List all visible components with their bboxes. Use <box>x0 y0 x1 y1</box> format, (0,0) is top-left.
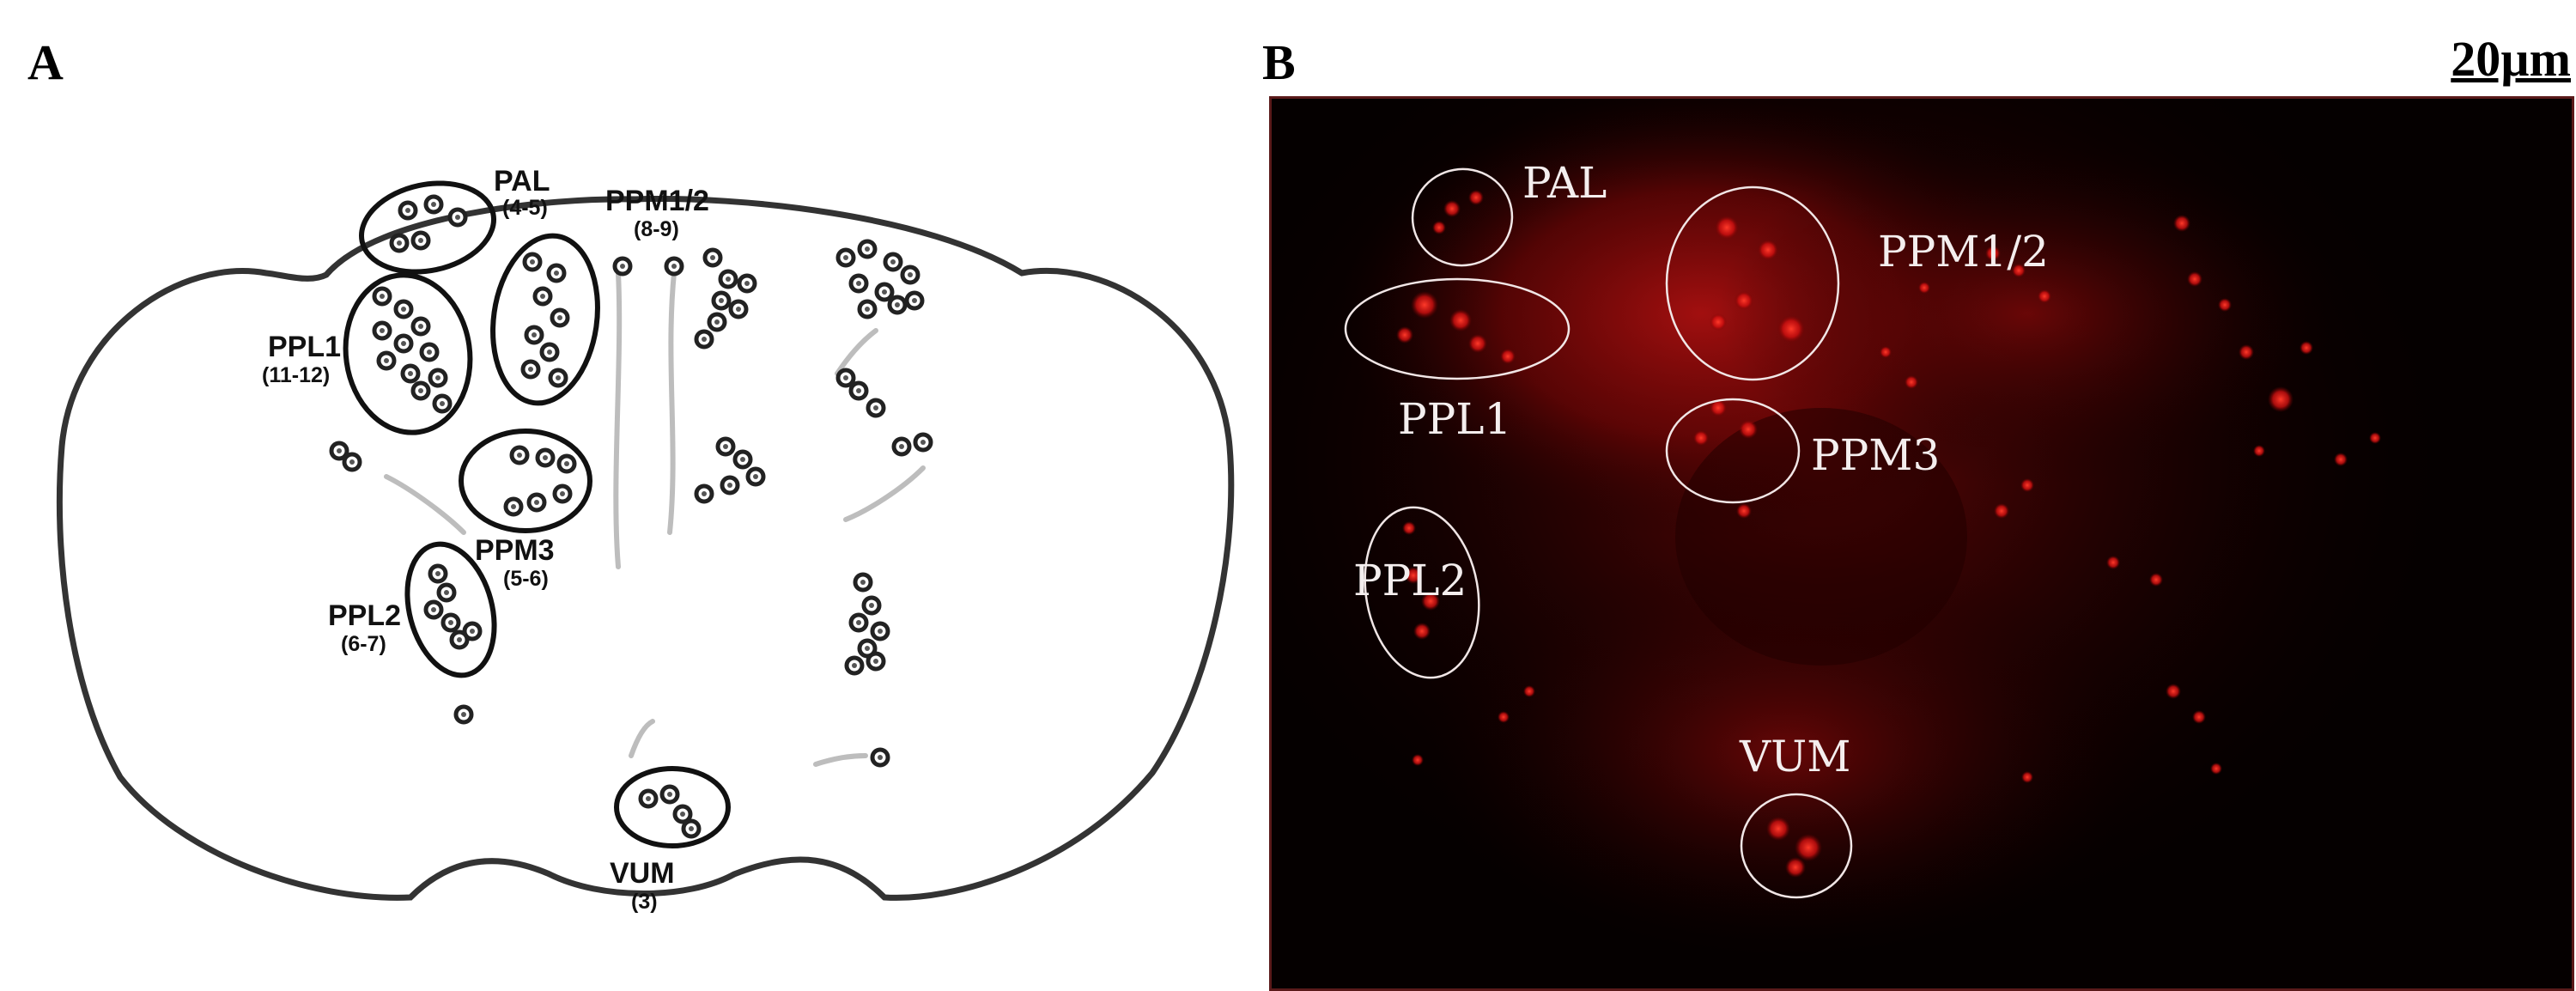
photo-label-vum: VUM <box>1739 732 1850 781</box>
photo-label-ppl1: PPL1 <box>1398 394 1511 444</box>
photo-label-ppl2: PPL2 <box>1353 556 1467 605</box>
fluorescent-cells <box>1396 190 2381 878</box>
photo-label-ppm12: PPM1/2 <box>1878 227 2049 277</box>
outline-pal <box>1411 167 1514 267</box>
photo-label-ppm3: PPM3 <box>1811 430 1940 480</box>
ring-ppm3 <box>459 429 592 533</box>
label-ppm3: PPM3 <box>475 534 555 567</box>
ring-ppl1 <box>343 272 473 435</box>
label-pal: PAL <box>494 165 550 198</box>
panel-a-letter: A <box>27 34 64 90</box>
label-ppl1: PPL1 <box>268 331 341 363</box>
label-ppm12: PPM1/2 <box>605 185 709 217</box>
brain-schematic: PAL (4-5) PPM1/2 (8-9) PPL1 (11-12) PPM3… <box>56 165 1235 914</box>
outline-ppl1 <box>1344 277 1571 380</box>
count-ppm12: (8-9) <box>634 217 679 241</box>
cluster-rings <box>343 180 731 848</box>
axon-tracts <box>384 271 926 767</box>
cluster-outlines <box>1344 167 1853 899</box>
panel-b-letter: B <box>1262 34 1296 90</box>
count-ppm3: (5-6) <box>503 567 549 591</box>
scale-bar-label: 20µm <box>2451 31 2571 87</box>
outline-ppm12 <box>1665 185 1840 381</box>
count-pal: (4-5) <box>502 196 548 220</box>
brain-outline <box>56 196 1235 901</box>
count-ppl1: (11-12) <box>262 363 330 387</box>
count-ppl2: (6-7) <box>341 632 386 656</box>
ring-ppl2 <box>404 541 497 678</box>
photo-label-pal: PAL <box>1522 158 1607 208</box>
ring-pal <box>358 180 497 275</box>
outline-vum <box>1740 793 1853 899</box>
ring-vum <box>614 766 731 848</box>
label-vum: VUM <box>610 857 675 890</box>
label-ppl2: PPL2 <box>328 599 401 632</box>
outline-ppm3 <box>1665 398 1801 504</box>
count-vum: (3) <box>631 890 658 914</box>
outline-ppl2 <box>1364 506 1480 679</box>
fluorescence-image: PAL PPM1/2 PPL1 PPM3 PPL2 VUM <box>1269 96 2574 991</box>
ring-ppm12 <box>490 233 600 406</box>
